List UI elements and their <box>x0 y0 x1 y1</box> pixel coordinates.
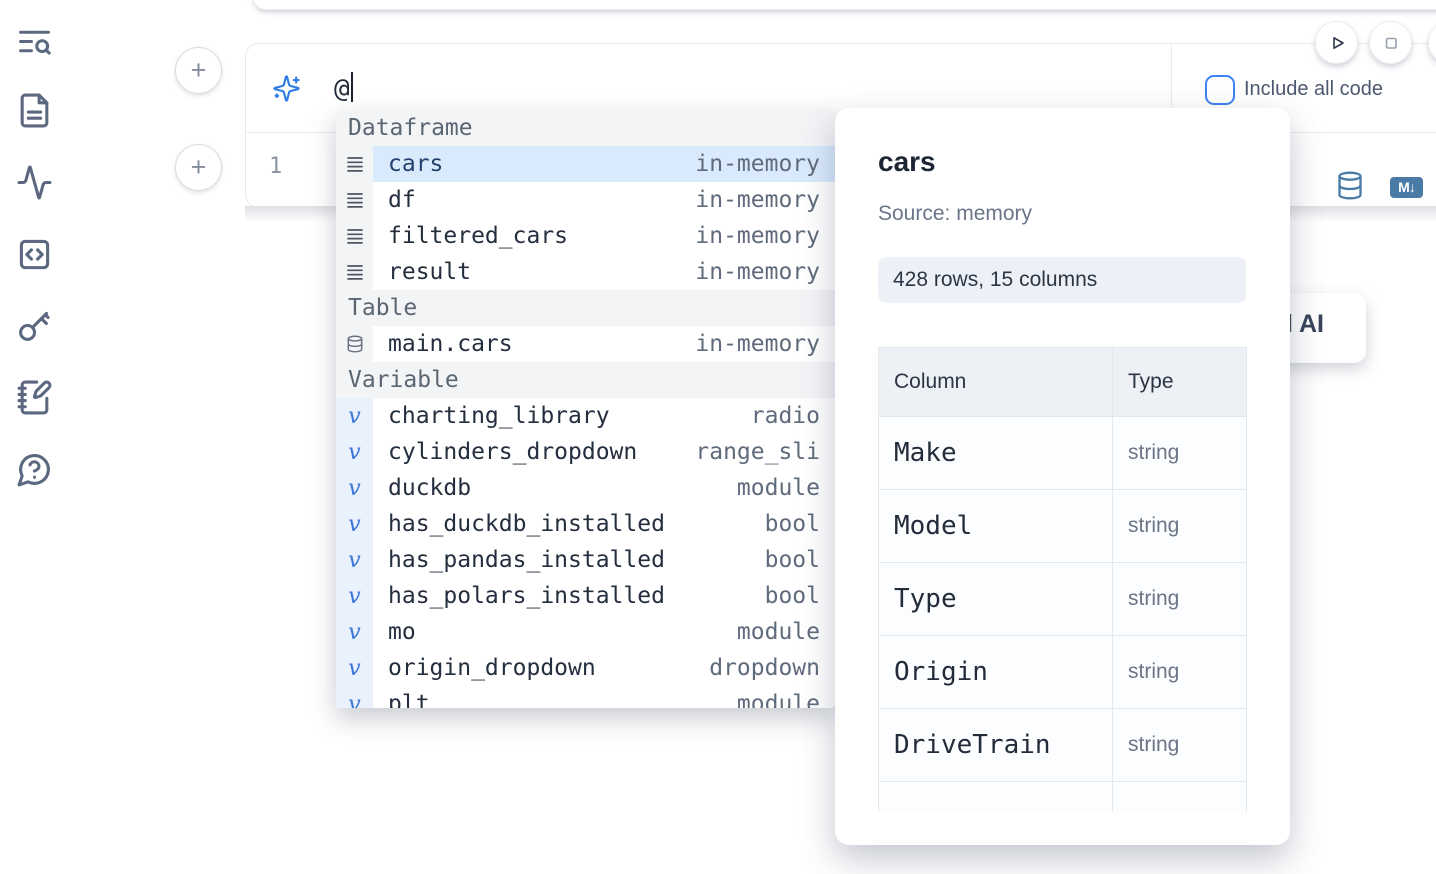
sidebar-item-files[interactable] <box>16 90 56 130</box>
preview-title: cars <box>878 146 936 177</box>
key-icon <box>16 307 56 344</box>
autocomplete-item-cars[interactable]: cars in-memory <box>336 146 835 182</box>
autocomplete-item-duckdb[interactable]: duckdb module <box>336 470 835 506</box>
preview-shape-badge: 428 rows, 15 columns <box>878 257 1246 303</box>
text-cursor <box>350 72 353 102</box>
preview-source: Source: memory <box>878 202 1033 225</box>
ai-prompt-value: @ <box>334 74 350 104</box>
autocomplete-item-result[interactable]: result in-memory <box>336 254 835 290</box>
dataframe-rows-icon <box>336 254 373 290</box>
play-icon <box>1325 31 1349 55</box>
sidebar-item-snippets[interactable] <box>16 234 56 274</box>
autocomplete-item-filtered-cars[interactable]: filtered_cars in-memory <box>336 218 835 254</box>
autocomplete-item-has-duckdb-installed[interactable]: has_duckdb_installed bool <box>336 506 835 542</box>
variable-icon <box>336 434 373 470</box>
dataframe-rows-icon <box>336 218 373 254</box>
include-all-code-checkbox[interactable] <box>1205 75 1235 105</box>
variable-icon <box>336 686 373 708</box>
autocomplete-popup: Dataframe cars in-memory df in-memory fi… <box>336 110 835 708</box>
dataframe-rows-icon <box>336 146 373 182</box>
autocomplete-item-origin-dropdown[interactable]: origin_dropdown dropdown <box>336 650 835 686</box>
sidebar-item-help[interactable] <box>16 449 56 489</box>
datasource-panel-button[interactable] <box>1336 170 1364 201</box>
add-cell-button-top[interactable]: + <box>175 47 222 94</box>
variable-icon <box>336 470 373 506</box>
markdown-export-button[interactable]: M↓ <box>1390 177 1423 198</box>
type-header: Type <box>1112 347 1247 417</box>
autocomplete-item-has-polars-installed[interactable]: has_polars_installed bool <box>336 578 835 614</box>
table-row: DriveTrain string <box>878 708 1247 782</box>
sidebar-item-search[interactable] <box>16 21 56 61</box>
divider <box>1171 44 1172 132</box>
sidebar-item-scratchpad[interactable] <box>16 377 56 417</box>
table-row: Origin string <box>878 635 1247 709</box>
notebook-pen-icon <box>16 379 56 416</box>
autocomplete-item-charting-library[interactable]: charting_library radio <box>336 398 835 434</box>
autocomplete-item-has-pandas-installed[interactable]: has_pandas_installed bool <box>336 542 835 578</box>
variable-icon <box>336 650 373 686</box>
schema-table-container: Column Type Make string Model string Typ… <box>878 347 1248 812</box>
variable-icon <box>336 578 373 614</box>
file-text-icon <box>16 92 56 129</box>
table-row-partial <box>878 781 1247 812</box>
autocomplete-item-mo[interactable]: mo module <box>336 614 835 650</box>
autocomplete-section-table: Table <box>336 290 835 326</box>
ai-button-label: l AI <box>1286 310 1324 338</box>
activity-icon <box>16 164 56 201</box>
include-all-code-label: Include all code <box>1244 78 1383 100</box>
sidebar-item-activity[interactable] <box>16 162 56 202</box>
ai-prompt-input[interactable]: @ <box>334 72 353 104</box>
table-row: Model string <box>878 489 1247 563</box>
table-row: Make string <box>878 416 1247 490</box>
variable-icon <box>336 614 373 650</box>
table-database-icon <box>336 326 373 362</box>
autocomplete-section-variable: Variable <box>336 362 835 398</box>
autocomplete-item-main-cars[interactable]: main.cars in-memory <box>336 326 835 362</box>
text-search-icon <box>16 23 56 60</box>
schema-header-row: Column Type <box>878 347 1247 417</box>
markdown-icon: M↓ <box>1398 179 1416 195</box>
autocomplete-item-cylinders-dropdown[interactable]: cylinders_dropdown range_sli <box>336 434 835 470</box>
dataframe-rows-icon <box>336 182 373 218</box>
previous-cell-edge <box>252 0 1436 10</box>
table-row: Type string <box>878 562 1247 636</box>
line-number: 1 <box>269 154 283 179</box>
stop-icon <box>1379 31 1403 55</box>
run-cell-button[interactable] <box>1315 21 1358 64</box>
variable-icon <box>336 398 373 434</box>
help-chat-icon <box>16 451 56 488</box>
variable-icon <box>336 542 373 578</box>
sidebar-item-secrets[interactable] <box>16 305 56 345</box>
code-square-icon <box>16 236 56 273</box>
database-icon <box>1336 170 1364 201</box>
dataframe-preview-panel: cars Source: memory 428 rows, 15 columns… <box>835 108 1290 845</box>
stop-cell-button[interactable] <box>1369 21 1412 64</box>
autocomplete-item-plt[interactable]: plt module <box>336 686 835 708</box>
schema-table: Column Type Make string Model string Typ… <box>878 347 1247 812</box>
variable-icon <box>336 506 373 542</box>
autocomplete-item-df[interactable]: df in-memory <box>336 182 835 218</box>
add-cell-button-bottom[interactable]: + <box>175 144 222 191</box>
column-header: Column <box>878 347 1113 417</box>
sparkles-ai-icon <box>272 74 301 103</box>
autocomplete-section-dataframe: Dataframe <box>336 110 835 146</box>
